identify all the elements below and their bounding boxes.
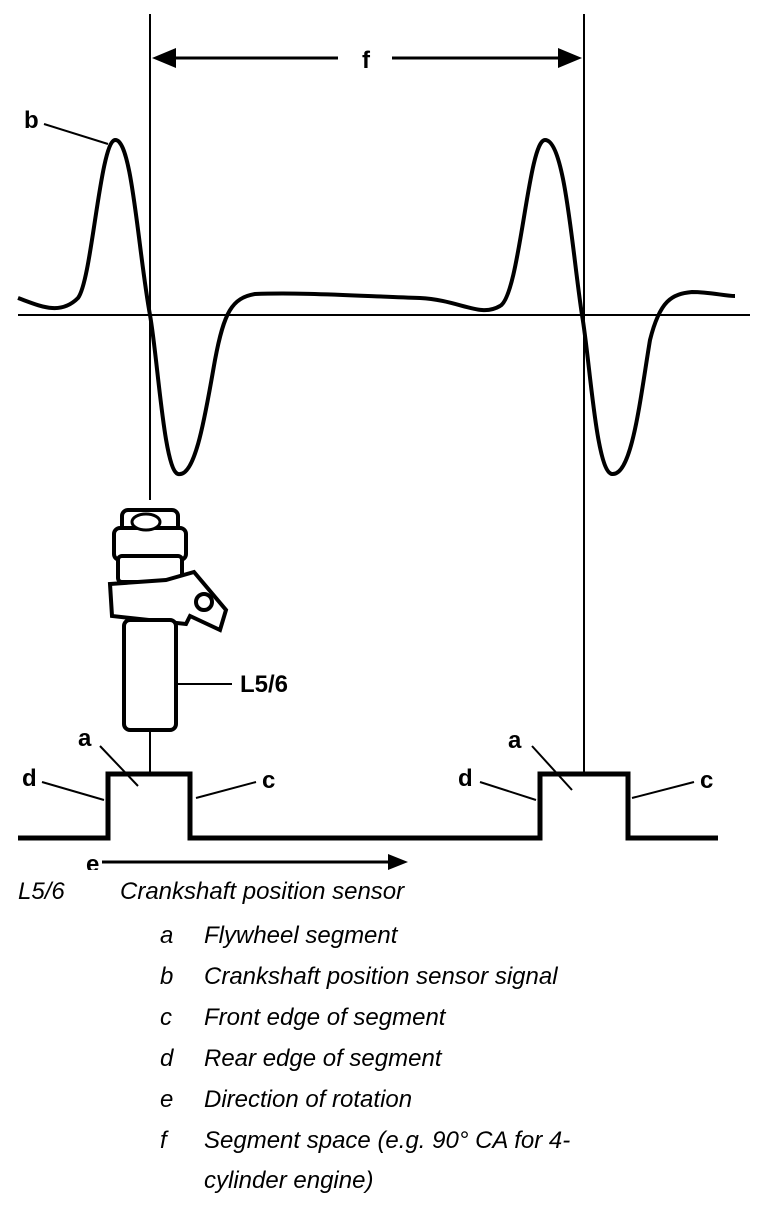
label-sensor: L5/6	[240, 671, 288, 698]
arrowhead-left	[152, 48, 176, 68]
arrowhead-right	[558, 48, 582, 68]
flywheel-profile	[18, 771, 718, 841]
crankshaft-position-sensor	[107, 508, 229, 732]
label-b: b	[24, 107, 39, 134]
leader-c-left	[195, 781, 257, 799]
legend-letter: f	[160, 1127, 167, 1154]
leader-d-left	[41, 781, 105, 801]
sensor-signal-waveform	[17, 138, 736, 477]
label-a-right: a	[508, 727, 522, 754]
legend-text: Crankshaft position sensor signal	[204, 963, 558, 990]
crankshaft-sensor-diagram: f b L5/6 a d c a d c e	[17, 14, 750, 870]
legend-code: L5/6	[18, 878, 65, 905]
legend-item: b Crankshaft position sensor signal	[18, 963, 758, 1004]
label-e: e	[86, 851, 99, 870]
label-a-left: a	[78, 725, 92, 752]
leader-b	[43, 123, 109, 145]
leader-a-right	[531, 745, 573, 791]
label-d-right: d	[458, 765, 473, 792]
legend-heading: L5/6 Crankshaft position sensor	[18, 878, 758, 922]
legend-text: Flywheel segment	[204, 922, 398, 949]
legend-item: f Segment space (e.g. 90° CA for 4-cylin…	[18, 1127, 758, 1211]
label-c-right: c	[700, 767, 713, 794]
segment-space-dimension	[152, 48, 582, 68]
legend-letter: e	[160, 1086, 174, 1113]
legend-letter: a	[160, 922, 174, 949]
leader-d-right	[479, 781, 537, 801]
sensor-probe	[122, 618, 178, 732]
legend-text: Front edge of segment	[204, 1004, 446, 1031]
legend-text: Direction of rotation	[204, 1086, 413, 1113]
leader-c-right	[631, 781, 695, 799]
label-d-left: d	[22, 765, 37, 792]
legend-item: c Front edge of segment	[18, 1004, 758, 1045]
sensor-connector-pin	[130, 512, 162, 532]
legend-item: e Direction of rotation	[18, 1086, 758, 1127]
legend-text: Segment space (e.g. 90° CA for 4-cylinde…	[204, 1127, 571, 1194]
legend-text: Rear edge of segment	[204, 1045, 442, 1072]
legend-item: d Rear edge of segment	[18, 1045, 758, 1086]
legend-letter: c	[160, 1004, 172, 1031]
legend-item: a Flywheel segment	[18, 922, 758, 963]
legend: L5/6 Crankshaft position sensor a Flywhe…	[18, 878, 758, 1211]
rotation-arrowhead	[388, 854, 408, 870]
legend-letter: b	[160, 963, 174, 990]
label-c-left: c	[262, 767, 275, 794]
label-f: f	[362, 47, 371, 74]
legend-title: Crankshaft position sensor	[120, 878, 405, 905]
legend-letter: d	[160, 1045, 174, 1072]
sensor-bolt-hole	[194, 592, 214, 612]
leader-a-left	[99, 745, 139, 787]
